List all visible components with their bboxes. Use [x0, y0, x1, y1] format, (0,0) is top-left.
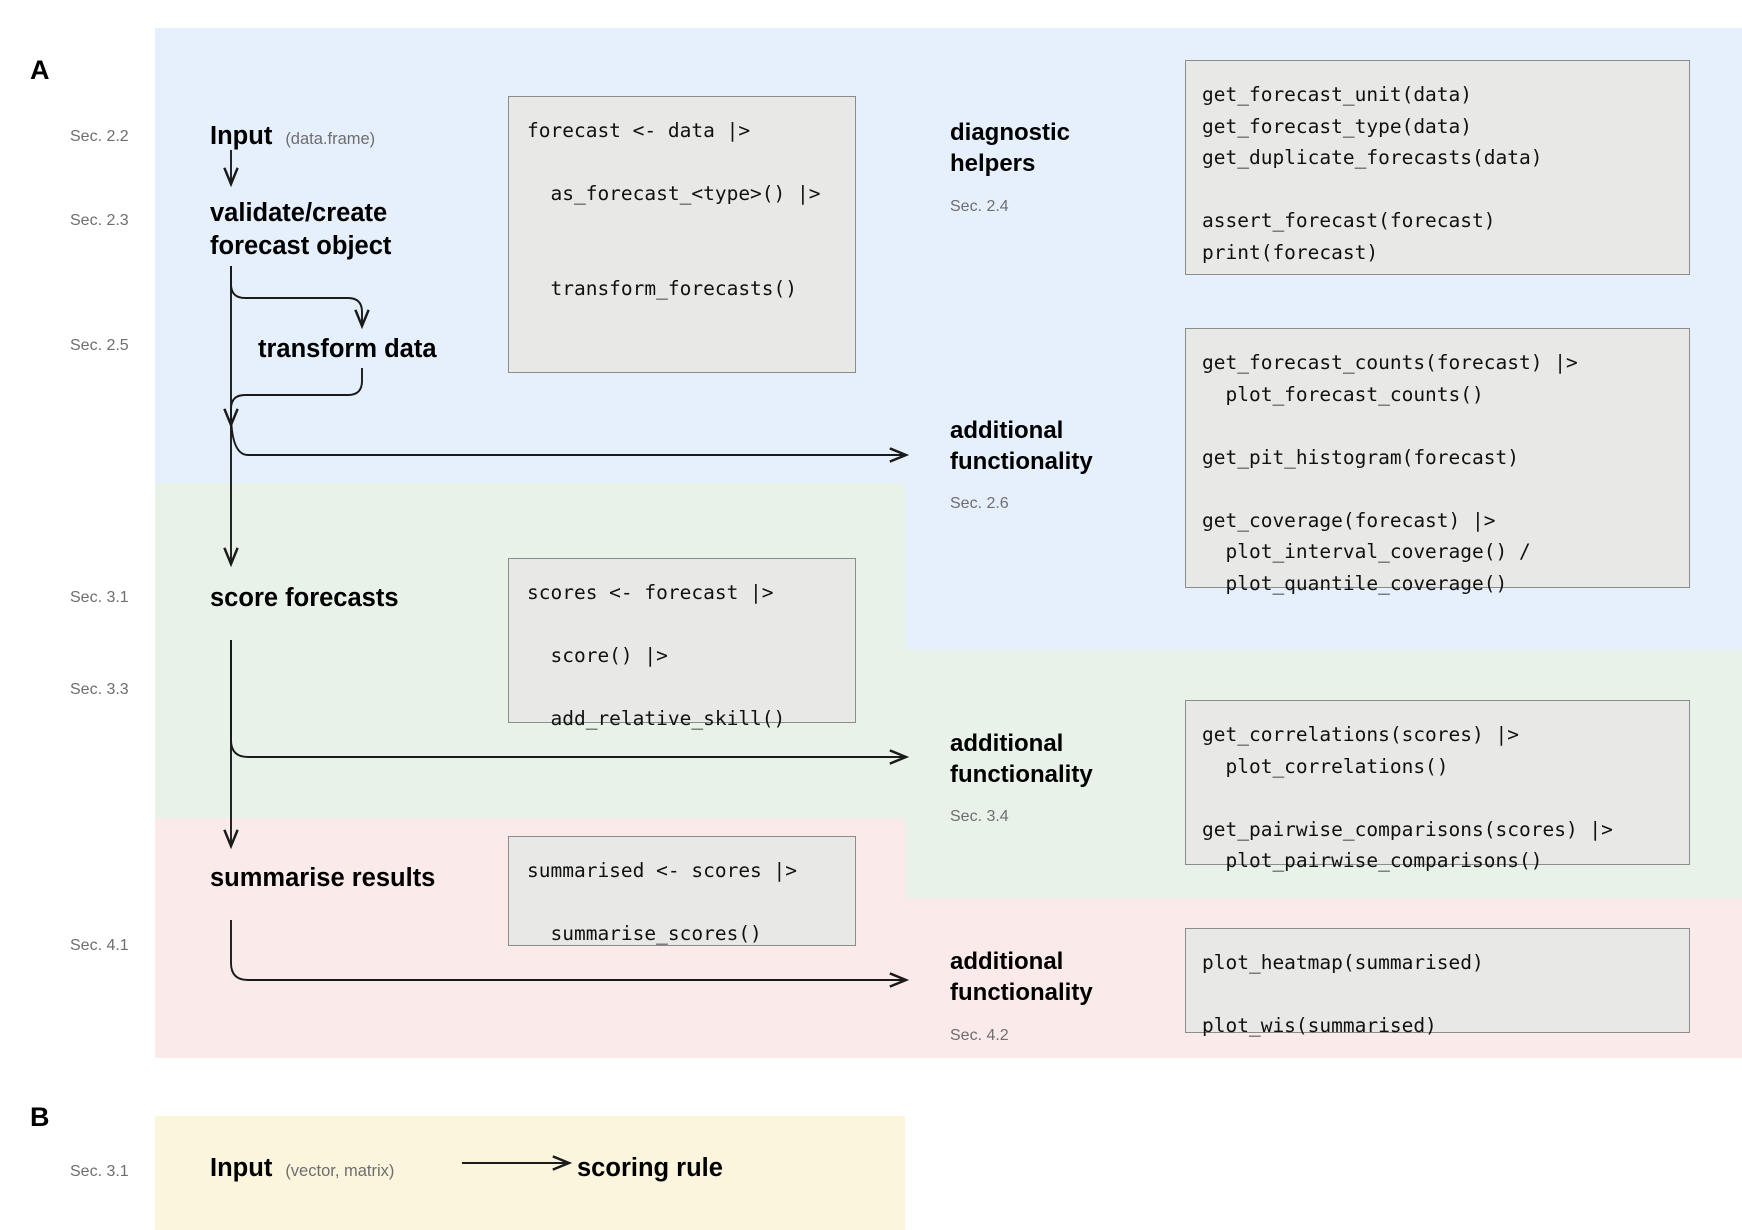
stage-score-forecasts: score forecasts [210, 582, 399, 615]
stage-summarise-results: summarise results [210, 862, 435, 895]
right-sec-additional-functionality-3-4: Sec. 3.4 [950, 808, 1009, 825]
code-block-create-forecast: forecast <- data |> as_forecast_<type>()… [508, 96, 856, 373]
right-heading-additional-functionality-4-2: additional functionality [950, 948, 1093, 1006]
right-sec-additional-functionality-2-6: Sec. 2.6 [950, 495, 1009, 512]
right-sec-diagnostic-helpers: Sec. 2.4 [950, 198, 1009, 215]
sec-label-validate: Sec. 2.3 [70, 212, 129, 229]
sec-label-score: Sec. 3.1 [70, 589, 129, 606]
stage-summarise-label: summarise results [210, 864, 436, 892]
code-block-additional-functionality-3-4: get_correlations(scores) |> plot_correla… [1185, 700, 1690, 872]
sec-label-panel-b: Sec. 3.1 [70, 1163, 129, 1180]
right-sec-additional-functionality-4-2: Sec. 4.2 [950, 1027, 1009, 1044]
stage-band-scoring-rule [155, 1116, 905, 1230]
stage-transform-data: transform data [258, 333, 437, 366]
right-heading-diagnostic-helpers: diagnostic helpers [950, 119, 1071, 177]
panel-letter-b: B [30, 1102, 50, 1132]
sec-label-input: Sec. 2.2 [70, 128, 129, 145]
right-heading-additional-functionality-2-6: additional functionality [950, 417, 1093, 475]
panel-b-input-label: Input [210, 1154, 273, 1182]
code-block-summarise: summarised <- scores |> summarise_scores… [508, 836, 856, 946]
stage-input: Input (data.frame) [210, 120, 375, 153]
code-block-diagnostic-helpers: get_forecast_unit(data) get_forecast_typ… [1185, 60, 1690, 275]
sec-label-relative-skill: Sec. 3.3 [70, 681, 129, 698]
code-block-additional-functionality-2-6: get_forecast_counts(forecast) |> plot_fo… [1185, 328, 1690, 595]
code-block-score: scores <- forecast |> score() |> add_rel… [508, 558, 856, 730]
sec-label-summarise: Sec. 4.1 [70, 937, 129, 954]
panel-b-input-sublabel: (vector, matrix) [285, 1162, 395, 1180]
stage-input-label: Input [210, 122, 273, 150]
panel-b-scoring-rule: scoring rule [577, 1152, 723, 1185]
stage-transform-label: transform data [258, 335, 437, 363]
panel-letter-a: A [30, 55, 50, 85]
stage-validate-label: validate/create forecast object [210, 199, 392, 260]
sec-label-transform: Sec. 2.5 [70, 337, 129, 354]
stage-validate-create-forecast-object: validate/create forecast object [210, 197, 510, 262]
panel-b-input: Input (vector, matrix) [210, 1152, 394, 1185]
stage-score-label: score forecasts [210, 584, 399, 612]
code-block-additional-functionality-4-2: plot_heatmap(summarised) plot_wis(summar… [1185, 928, 1690, 1037]
panel-b-scoring-rule-label: scoring rule [577, 1154, 723, 1182]
right-heading-additional-functionality-3-4: additional functionality [950, 730, 1093, 788]
stage-input-sublabel: (data.frame) [285, 130, 376, 148]
